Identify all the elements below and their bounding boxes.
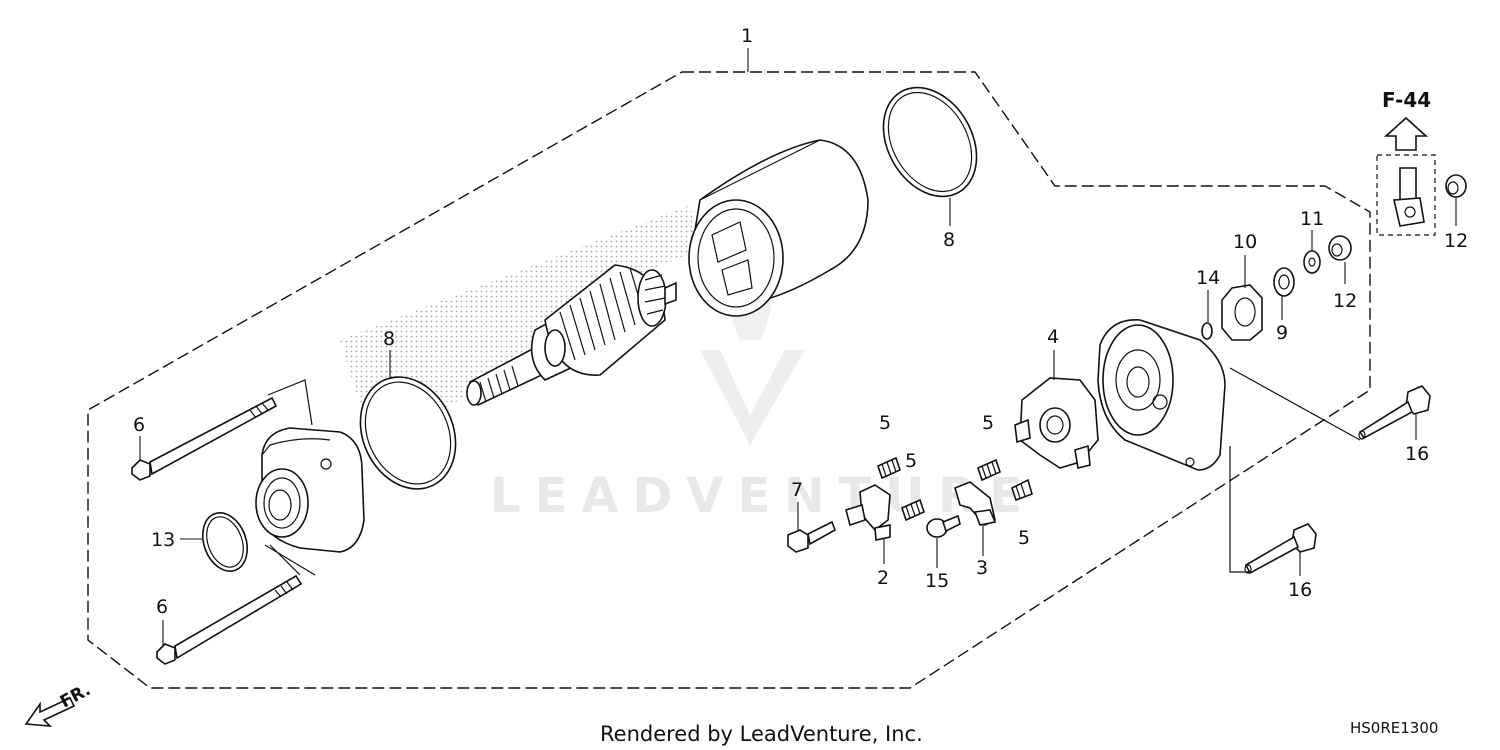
callout-5a: 5 [879, 412, 891, 434]
through-bolt-lower [156, 574, 303, 665]
callout-15: 15 [925, 570, 949, 592]
armature [466, 264, 677, 407]
callout-1: 1 [741, 25, 753, 47]
rear-cover [1097, 319, 1226, 471]
spring-5-b [901, 498, 925, 522]
insulator-10 [1221, 284, 1263, 341]
callout-12b: 12 [1444, 230, 1468, 252]
callout-9: 9 [1276, 322, 1288, 344]
o-ring-8-right [882, 86, 978, 198]
spring-5-a [877, 456, 901, 480]
callout-6a: 6 [133, 414, 145, 436]
yoke [688, 139, 869, 317]
callout-4: 4 [1047, 326, 1059, 348]
nut-9 [1273, 267, 1295, 297]
callout-14: 14 [1196, 267, 1220, 289]
diagram-code: HS0RE1300 [1350, 719, 1438, 737]
callout-16a: 16 [1405, 443, 1429, 465]
shading [340, 205, 700, 420]
watermark-text: LEADVENTURE [490, 468, 1036, 524]
callout-3: 3 [976, 557, 988, 579]
spring-5-c [977, 458, 1001, 482]
nut-12-a [1328, 235, 1352, 261]
callout-5d: 5 [1018, 527, 1030, 549]
washer-14 [1201, 322, 1213, 340]
reference-label: F-44 [1382, 88, 1431, 112]
brush-3 [954, 481, 997, 526]
terminal-box [1376, 154, 1436, 236]
callout-labels: 1 2 3 4 5 5 5 5 6 6 7 8 8 9 10 11 12 12 … [133, 25, 1468, 618]
o-ring-8-left [359, 376, 457, 490]
screw-7 [787, 520, 836, 553]
callout-5b: 5 [905, 450, 917, 472]
callout-5c: 5 [982, 412, 994, 434]
screw-15 [926, 514, 961, 538]
through-bolt-upper [131, 396, 278, 481]
callout-10: 10 [1233, 231, 1257, 253]
flange-bolt-16-b [1244, 523, 1317, 575]
nut-12-b [1445, 174, 1467, 198]
assembly-outline [87, 71, 1371, 689]
front-direction-arrow: FR. [24, 680, 94, 727]
brush-holder [1014, 377, 1099, 469]
reference-arrow [1383, 116, 1429, 151]
leader-lines [139, 198, 1457, 645]
callout-8b: 8 [383, 328, 395, 350]
brush-2 [845, 484, 891, 541]
spring-5-d [1011, 478, 1033, 502]
callout-11: 11 [1300, 208, 1324, 230]
callout-2: 2 [877, 567, 889, 589]
callout-12a: 12 [1333, 290, 1357, 312]
front-cover [255, 427, 365, 576]
washer-11 [1303, 250, 1321, 274]
cable-terminal [1393, 167, 1425, 227]
callout-6b: 6 [156, 596, 168, 618]
callout-8a: 8 [943, 229, 955, 251]
callout-16b: 16 [1288, 579, 1312, 601]
watermark: LEADVENTURE [490, 270, 1036, 524]
callout-7: 7 [791, 479, 803, 501]
flange-bolt-16-a [1358, 385, 1431, 440]
callout-13: 13 [151, 529, 175, 551]
footer-credit: Rendered by LeadVenture, Inc. [600, 722, 923, 746]
